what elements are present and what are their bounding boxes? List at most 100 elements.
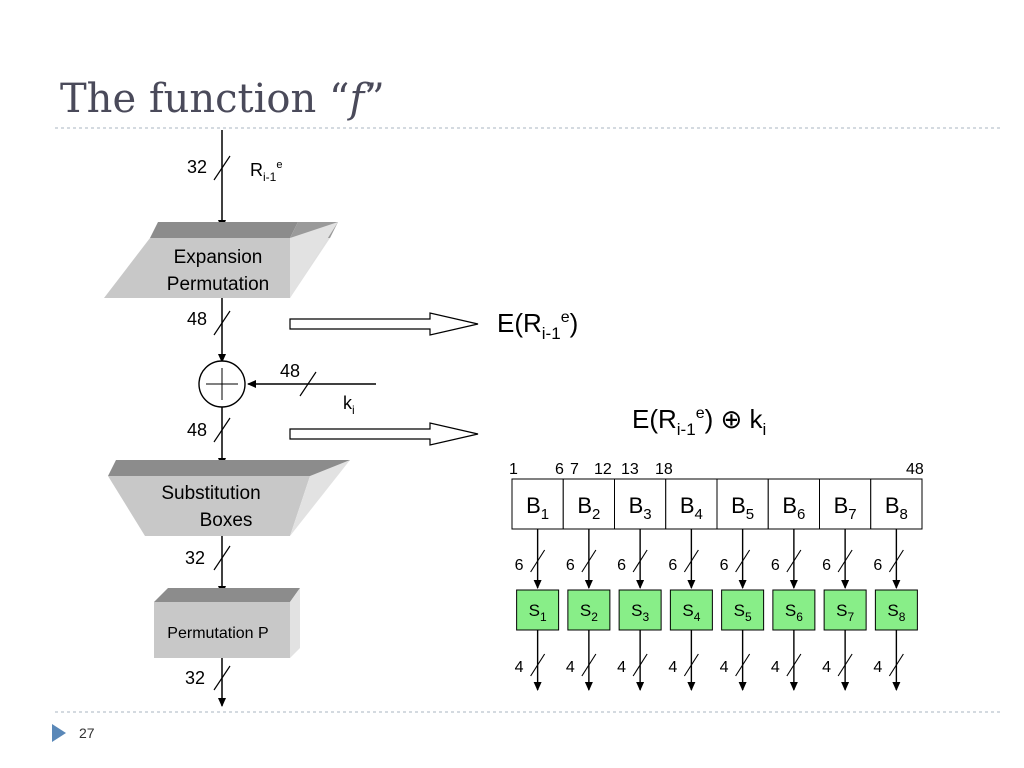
sbox-label: S5 — [734, 601, 752, 624]
sbox-cell — [516, 589, 560, 631]
expr-e: E(Ri-1e) — [497, 308, 578, 343]
permutation-label: Permutation P — [167, 625, 268, 642]
xor-width-label: 48 — [187, 420, 207, 440]
sbox-input-width: 6 — [668, 557, 677, 574]
sbox-input-width: 6 — [822, 557, 831, 574]
sbox-cell — [772, 589, 816, 631]
substitution-boxes-block: Substitution Boxes — [108, 460, 350, 536]
sbox-input-tick — [683, 549, 699, 573]
block-cell — [665, 478, 718, 530]
sbox-input-width: 6 — [873, 557, 882, 574]
key-width-tick — [299, 371, 317, 397]
sbox-output-width: 4 — [668, 659, 677, 676]
sbox-label: S2 — [580, 601, 598, 624]
expr-exor: E(Ri-1e) ⊕ ki — [632, 404, 766, 439]
block-label: B8 — [885, 493, 908, 523]
page-number: 27 — [79, 725, 95, 741]
xor-width-tick — [213, 417, 231, 443]
bit-position-label: 1 — [509, 461, 518, 478]
block-label: B5 — [731, 493, 754, 523]
block-cell — [511, 478, 564, 530]
key-width-label: 48 — [280, 361, 300, 381]
sbox-output-tick — [632, 653, 648, 677]
sbox-cell — [618, 589, 662, 631]
hollow-arrow-exor — [289, 422, 479, 446]
bit-position-label: 12 — [594, 461, 612, 478]
sbox-output-width: 4 — [566, 659, 575, 676]
input-width-label: 32 — [187, 157, 207, 177]
sbox-input-width: 6 — [720, 557, 729, 574]
sbox-input-width: 6 — [566, 557, 575, 574]
xor-icon — [198, 360, 246, 408]
bit-position-label: 7 — [570, 461, 579, 478]
sbox-output-tick — [786, 653, 802, 677]
input-width-tick — [213, 155, 231, 181]
sbox-output-tick — [581, 653, 597, 677]
sbox-input-width: 6 — [515, 557, 524, 574]
sbox-cell — [669, 589, 713, 631]
sbox-input-tick — [530, 549, 546, 573]
sbox-label: S1 — [529, 601, 547, 624]
bit-position-labels: 1 6 7 12 13 18 48 — [509, 461, 924, 478]
block-label: B7 — [834, 493, 857, 523]
sbox-input-width: 6 — [771, 557, 780, 574]
substitution-width-tick — [213, 545, 231, 571]
sbox-output-width: 4 — [720, 659, 729, 676]
block-cell — [614, 478, 667, 530]
sbox-input-tick — [888, 549, 904, 573]
permutation-width-label: 32 — [185, 668, 205, 688]
sbox-label: S6 — [785, 601, 803, 624]
bit-position-label: 6 — [555, 461, 564, 478]
sbox-input-tick — [581, 549, 597, 573]
block-cell — [767, 478, 820, 530]
sbox-output-width: 4 — [873, 659, 882, 676]
sbox-output-tick — [837, 653, 853, 677]
block-label: B6 — [782, 493, 805, 523]
substitution-label-line2: Boxes — [200, 510, 253, 531]
permutation-p-block: Permutation P — [154, 588, 300, 658]
block-row: B1 B2 B3 B4 B5 B6 B7 B8 — [511, 478, 923, 530]
bit-position-label: 48 — [906, 461, 924, 478]
sbox-cell — [567, 589, 611, 631]
sbox-input-tick — [632, 549, 648, 573]
bit-position-label: 18 — [655, 461, 673, 478]
block-label: B3 — [629, 493, 652, 523]
expansion-label-line2: Permutation — [167, 274, 269, 295]
sbox-output-width: 4 — [515, 659, 524, 676]
sbox-cell — [874, 589, 918, 631]
sbox-label: S4 — [682, 601, 700, 624]
expansion-width-label: 48 — [187, 309, 207, 329]
hollow-arrow-e — [289, 312, 479, 336]
substitution-width-label: 32 — [185, 548, 205, 568]
permutation-width-tick — [213, 665, 231, 691]
expansion-label-line1: Expansion — [174, 247, 263, 268]
sbox-cell — [721, 589, 765, 631]
block-cell — [716, 478, 769, 530]
input-label: Ri-1e — [250, 159, 282, 184]
sbox-row: 6S1 4 6S2 4 6S3 4 6S4 4 6S5 4 6S6 4 6S7 4 6S8 4 — [515, 529, 918, 691]
bit-position-label: 13 — [621, 461, 639, 478]
sbox-input-tick — [786, 549, 802, 573]
sbox-output-tick — [735, 653, 751, 677]
sbox-output-width: 4 — [822, 659, 831, 676]
key-label: ki — [343, 393, 355, 417]
block-label: B2 — [577, 493, 600, 523]
sbox-input-width: 6 — [617, 557, 626, 574]
sbox-output-tick — [888, 653, 904, 677]
sbox-output-width: 4 — [617, 659, 626, 676]
expansion-width-tick — [213, 310, 231, 336]
expansion-permutation-block: Expansion Permutation — [104, 222, 338, 298]
sbox-output-width: 4 — [771, 659, 780, 676]
block-label: B4 — [680, 493, 703, 523]
substitution-label-line1: Substitution — [161, 483, 260, 504]
sbox-label: S3 — [631, 601, 649, 624]
page-title: The function “f” — [60, 76, 385, 122]
sbox-input-tick — [837, 549, 853, 573]
sbox-label: S8 — [887, 601, 905, 624]
footer-triangle-icon — [52, 724, 66, 742]
sbox-output-tick — [683, 653, 699, 677]
sbox-label: S7 — [836, 601, 854, 624]
sbox-output-tick — [530, 653, 546, 677]
block-label: B1 — [526, 493, 549, 523]
